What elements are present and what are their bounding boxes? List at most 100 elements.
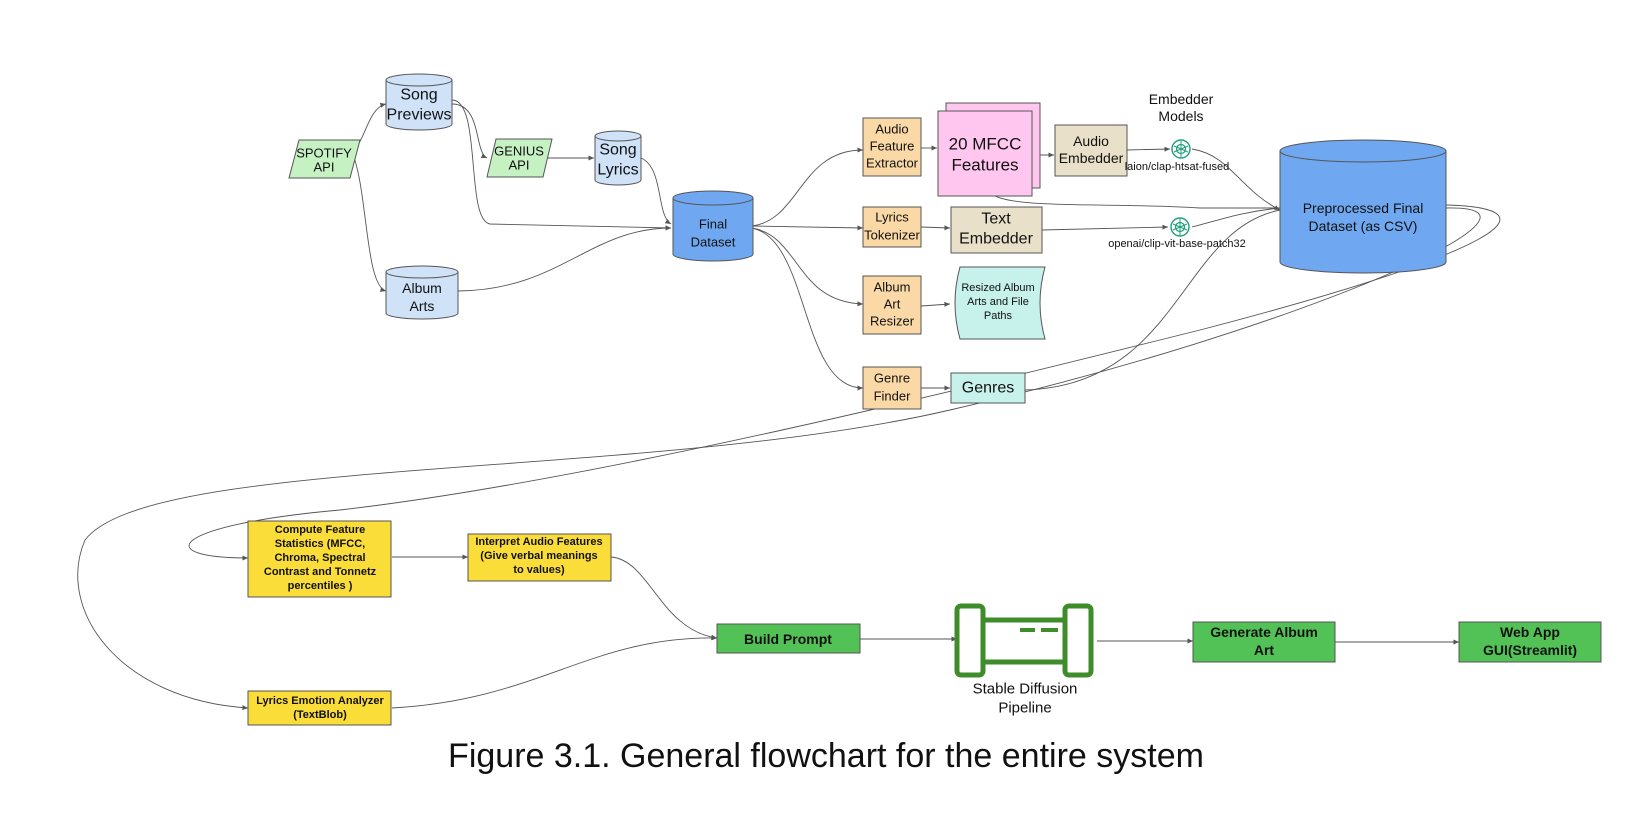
genres-node: Genres xyxy=(950,372,1026,404)
interpret-audio-features-label-3: to values) xyxy=(513,564,565,576)
edge-song-previews-to-genius xyxy=(451,103,488,159)
audio-embedder-label-1: Audio xyxy=(1073,133,1109,149)
mfcc-features-front-sheet xyxy=(937,110,1033,197)
edge-spotify-to-album-arts xyxy=(351,151,387,292)
resized-album-arts-shape xyxy=(954,266,1046,340)
stable-diffusion-label-1: Stable Diffusion xyxy=(973,681,1078,698)
album-art-resizer-label-2: Art xyxy=(884,297,901,312)
edge-song-lyrics-to-final-dataset xyxy=(640,157,672,225)
resized-album-arts-label-3: Paths xyxy=(984,310,1013,322)
generate-album-art-label-1: Generate Album xyxy=(1210,624,1318,640)
web-app-label-1: Web App xyxy=(1500,624,1560,640)
preprocessed-dataset-body xyxy=(1279,151,1447,274)
clip-model-node: openai/clip-vit-base-patch32 xyxy=(1108,217,1246,250)
song-previews-label-2: Previews xyxy=(387,107,452,124)
audio-embedder-node: Audio Embedder xyxy=(1054,124,1128,177)
openai-icon xyxy=(1170,217,1190,237)
genre-finder-box xyxy=(862,366,922,410)
lyrics-tokenizer-label-1: Lyrics xyxy=(875,210,909,225)
web-app-node: Web App GUI(Streamlit) xyxy=(1458,621,1602,663)
generate-album-art-node: Generate Album Art xyxy=(1192,621,1336,663)
song-lyrics-body xyxy=(594,136,642,186)
final-dataset-label-2: Dataset xyxy=(691,235,736,250)
edge-audio-embedder-to-clap xyxy=(1126,146,1171,152)
edge-final-to-album-art-resizer xyxy=(751,227,864,307)
mfcc-features-label-1: 20 MFCC xyxy=(949,135,1022,154)
final-dataset-top xyxy=(672,190,754,206)
spotify-api-node: SPOTIFY API xyxy=(288,139,361,179)
edge-genres-to-preprocessed xyxy=(1024,209,1281,391)
lyrics-tokenizer-label-2: Tokenizer xyxy=(864,228,920,243)
album-art-resizer-label-1: Album xyxy=(874,280,911,295)
album-arts-body xyxy=(385,272,459,320)
spotify-api-label-2: API xyxy=(314,160,335,175)
song-previews-node: Song Previews xyxy=(385,73,453,131)
resized-album-arts-label-2: Arts and File xyxy=(967,296,1029,308)
edge-lyrics-emotion-to-build-prompt xyxy=(391,635,718,709)
text-embedder-node: Text Embedder xyxy=(950,206,1043,254)
song-previews-top xyxy=(385,73,453,87)
song-lyrics-top xyxy=(594,130,642,142)
web-app-box xyxy=(1458,621,1602,663)
edge-lyrics-tokenizer-to-text-embedder xyxy=(920,225,951,231)
preprocessed-dataset-node: Preprocessed Final Dataset (as CSV) xyxy=(1279,139,1447,274)
lyrics-emotion-analyzer-node: Lyrics Emotion Analyzer (TextBlob) xyxy=(247,690,392,726)
song-lyrics-label-2: Lyrics xyxy=(597,162,638,179)
edge-preprocessed-to-feature-stats xyxy=(188,204,1501,561)
audio-feature-extractor-node: Audio Feature Extractor xyxy=(862,117,922,177)
openai-icon xyxy=(1171,139,1191,159)
compute-feature-statistics-label-2: Statistics (MFCC, xyxy=(275,538,365,550)
genre-finder-label-1: Genre xyxy=(874,371,910,386)
interpret-audio-features-node: Interpret Audio Features (Give verbal me… xyxy=(467,533,612,582)
pipeline-icon xyxy=(954,603,1094,678)
genius-api-label-1: GENIUS xyxy=(494,144,544,159)
final-dataset-node: Final Dataset xyxy=(672,190,754,262)
compute-feature-statistics-box xyxy=(247,520,392,598)
preprocessed-dataset-label-2: Dataset (as CSV) xyxy=(1309,218,1418,234)
album-arts-top xyxy=(385,265,459,279)
compute-feature-statistics-label-4: Contrast and Tonnetz xyxy=(264,566,377,578)
song-lyrics-node: Song Lyrics xyxy=(594,130,642,186)
resized-album-arts-label-1: Resized Album xyxy=(961,282,1034,294)
clap-model-node: laion/clap-htsat-fused xyxy=(1125,139,1229,173)
album-arts-label-2: Arts xyxy=(410,298,435,314)
edge-text-embedder-to-clip xyxy=(1041,224,1169,231)
lyrics-emotion-analyzer-box xyxy=(247,690,392,726)
genres-label: Genres xyxy=(962,380,1014,397)
text-embedder-label-1: Text xyxy=(981,211,1011,228)
interpret-audio-features-box xyxy=(467,533,612,582)
mfcc-features-node: 20 MFCC Features xyxy=(937,102,1041,197)
embedder-models-label: Embedder Models xyxy=(1149,91,1214,124)
genius-api-node: GENIUS API xyxy=(486,138,553,178)
audio-embedder-box xyxy=(1054,124,1128,177)
audio-feature-extractor-label-1: Audio xyxy=(875,122,908,137)
audio-feature-extractor-label-3: Extractor xyxy=(866,156,919,171)
resized-album-arts-node: Resized Album Arts and File Paths xyxy=(954,266,1046,340)
compute-feature-statistics-label-1: Compute Feature xyxy=(275,524,365,536)
edge-final-to-audio-extractor xyxy=(751,147,864,227)
edge-clap-to-preprocessed xyxy=(1191,148,1281,211)
preprocessed-dataset-top xyxy=(1279,139,1447,163)
compute-feature-statistics-label-5: percentiles ) xyxy=(288,580,353,592)
album-arts-node: Album Arts xyxy=(385,265,459,320)
edge-interpret-to-build-prompt xyxy=(610,556,718,640)
album-art-resizer-label-3: Resizer xyxy=(870,314,915,329)
audio-feature-extractor-label-2: Feature xyxy=(870,139,915,154)
edge-resizer-to-resized-arts xyxy=(920,301,951,307)
lyrics-tokenizer-box xyxy=(862,206,922,248)
text-embedder-label-2: Embedder xyxy=(959,231,1033,248)
stable-diffusion-label-2: Pipeline xyxy=(998,700,1051,717)
album-art-resizer-box xyxy=(862,275,922,335)
generate-album-art-box xyxy=(1192,621,1336,663)
compute-feature-statistics-node: Compute Feature Statistics (MFCC, Chroma… xyxy=(247,520,392,598)
lyrics-emotion-analyzer-label-1: Lyrics Emotion Analyzer xyxy=(256,695,384,707)
build-prompt-box xyxy=(716,623,861,654)
interpret-audio-features-label-2: (Give verbal meanings xyxy=(480,550,597,562)
embedder-models-label-2: Models xyxy=(1158,108,1203,124)
album-art-resizer-node: Album Art Resizer xyxy=(862,275,922,335)
preprocessed-dataset-label-1: Preprocessed Final xyxy=(1303,200,1424,216)
genius-api-label-2: API xyxy=(509,158,530,173)
song-lyrics-label-1: Song xyxy=(599,142,636,159)
compute-feature-statistics-label-3: Chroma, Spectral xyxy=(274,552,365,564)
